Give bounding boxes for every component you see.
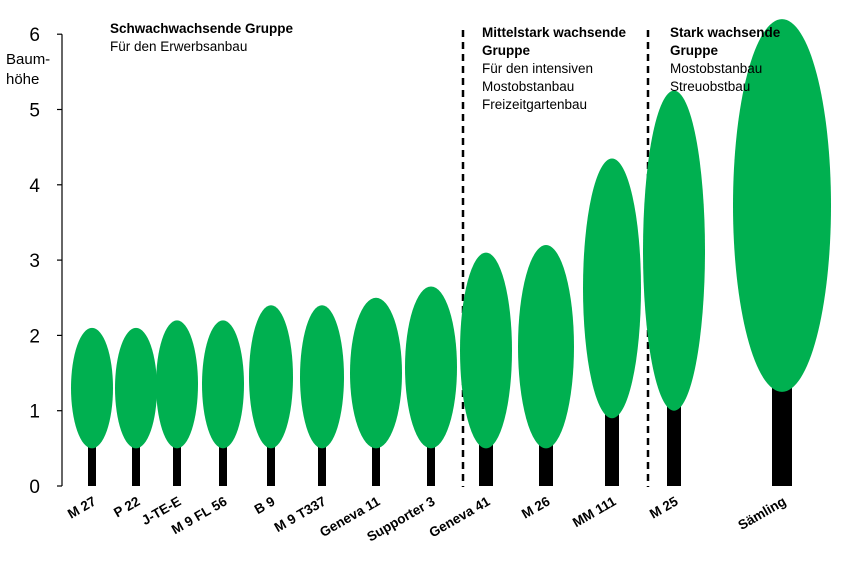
tree-crown xyxy=(350,297,402,449)
tree-trunk xyxy=(219,442,227,486)
tree-marks xyxy=(71,19,831,486)
tree-8 xyxy=(405,286,457,486)
x-tick-label: M 27 xyxy=(65,494,98,522)
tree-crown xyxy=(115,327,157,449)
tree-1 xyxy=(71,327,113,486)
x-tick-label: M 26 xyxy=(519,493,553,521)
tree-trunk xyxy=(267,442,275,486)
tree-5 xyxy=(249,305,293,486)
x-tick-label: MM 111 xyxy=(570,493,619,530)
tree-crown xyxy=(460,252,512,449)
tree-trunk xyxy=(427,442,435,486)
tree-crown xyxy=(300,305,344,449)
tree-crown xyxy=(202,320,244,449)
group-title: Schwachwachsende Gruppe xyxy=(110,21,294,36)
y-tick-label: 1 xyxy=(29,402,40,423)
y-tick-label: 2 xyxy=(29,326,40,347)
y-tick-label: 0 xyxy=(29,477,40,498)
y-axis-label-line-1: Baum- xyxy=(6,51,51,68)
tree-trunk xyxy=(667,404,681,486)
group-label-weak: Schwachwachsende Gruppe Für den Erwerbsa… xyxy=(110,20,293,56)
x-tick-label: Geneva 41 xyxy=(427,493,493,540)
x-tick-label: P 22 xyxy=(111,494,142,521)
tree-7 xyxy=(350,297,402,486)
tree-trunk xyxy=(372,442,380,486)
tree-crown xyxy=(518,245,574,449)
x-tick-label: B 9 xyxy=(252,494,278,517)
tree-11 xyxy=(583,158,641,486)
tree-13 xyxy=(733,19,831,486)
y-tick-label: 4 xyxy=(29,176,40,197)
group-desc-line: Für den intensiven xyxy=(482,61,594,76)
tree-4 xyxy=(202,320,244,486)
tree-crown xyxy=(643,90,705,411)
y-axis-label-line-2: höhe xyxy=(6,71,40,88)
x-tick-label: M 25 xyxy=(647,493,681,521)
tree-crown xyxy=(583,158,641,419)
tree-10 xyxy=(518,245,574,486)
tree-trunk xyxy=(772,385,792,486)
tree-trunk xyxy=(479,442,493,486)
group-desc-line: Freizeitgartenbau xyxy=(482,97,588,112)
tree-trunk xyxy=(318,442,326,486)
group-desc-line: Mostobstanbau xyxy=(482,79,575,94)
tree-crown xyxy=(71,327,113,449)
y-axis: 0 1 2 3 4 5 6 xyxy=(29,25,63,498)
group-desc-line: Streuobstbau xyxy=(670,79,751,94)
tree-crown xyxy=(156,320,198,449)
tree-6 xyxy=(300,305,344,486)
tree-crown xyxy=(249,305,293,449)
tree-3 xyxy=(156,320,198,486)
group-desc-line: Mostobstanbau xyxy=(670,61,763,76)
tree-9 xyxy=(460,252,512,486)
y-tick-label: 6 xyxy=(29,25,40,46)
tree-trunk xyxy=(605,412,619,486)
x-tick-label: Sämling xyxy=(736,494,789,533)
tree-trunk xyxy=(132,442,140,486)
tree-2 xyxy=(115,327,157,486)
tree-12 xyxy=(643,90,705,486)
y-tick-label: 3 xyxy=(29,251,40,272)
y-tick-label: 5 xyxy=(29,101,40,122)
tree-crown xyxy=(405,286,457,449)
y-axis-label: Baum- höhe xyxy=(6,50,50,90)
tree-trunk xyxy=(88,442,96,486)
group-desc-line: Für den Erwerbsanbau xyxy=(110,39,248,54)
tree-trunk xyxy=(539,442,553,486)
tree-crown xyxy=(733,19,831,392)
tree-trunk xyxy=(173,442,181,486)
